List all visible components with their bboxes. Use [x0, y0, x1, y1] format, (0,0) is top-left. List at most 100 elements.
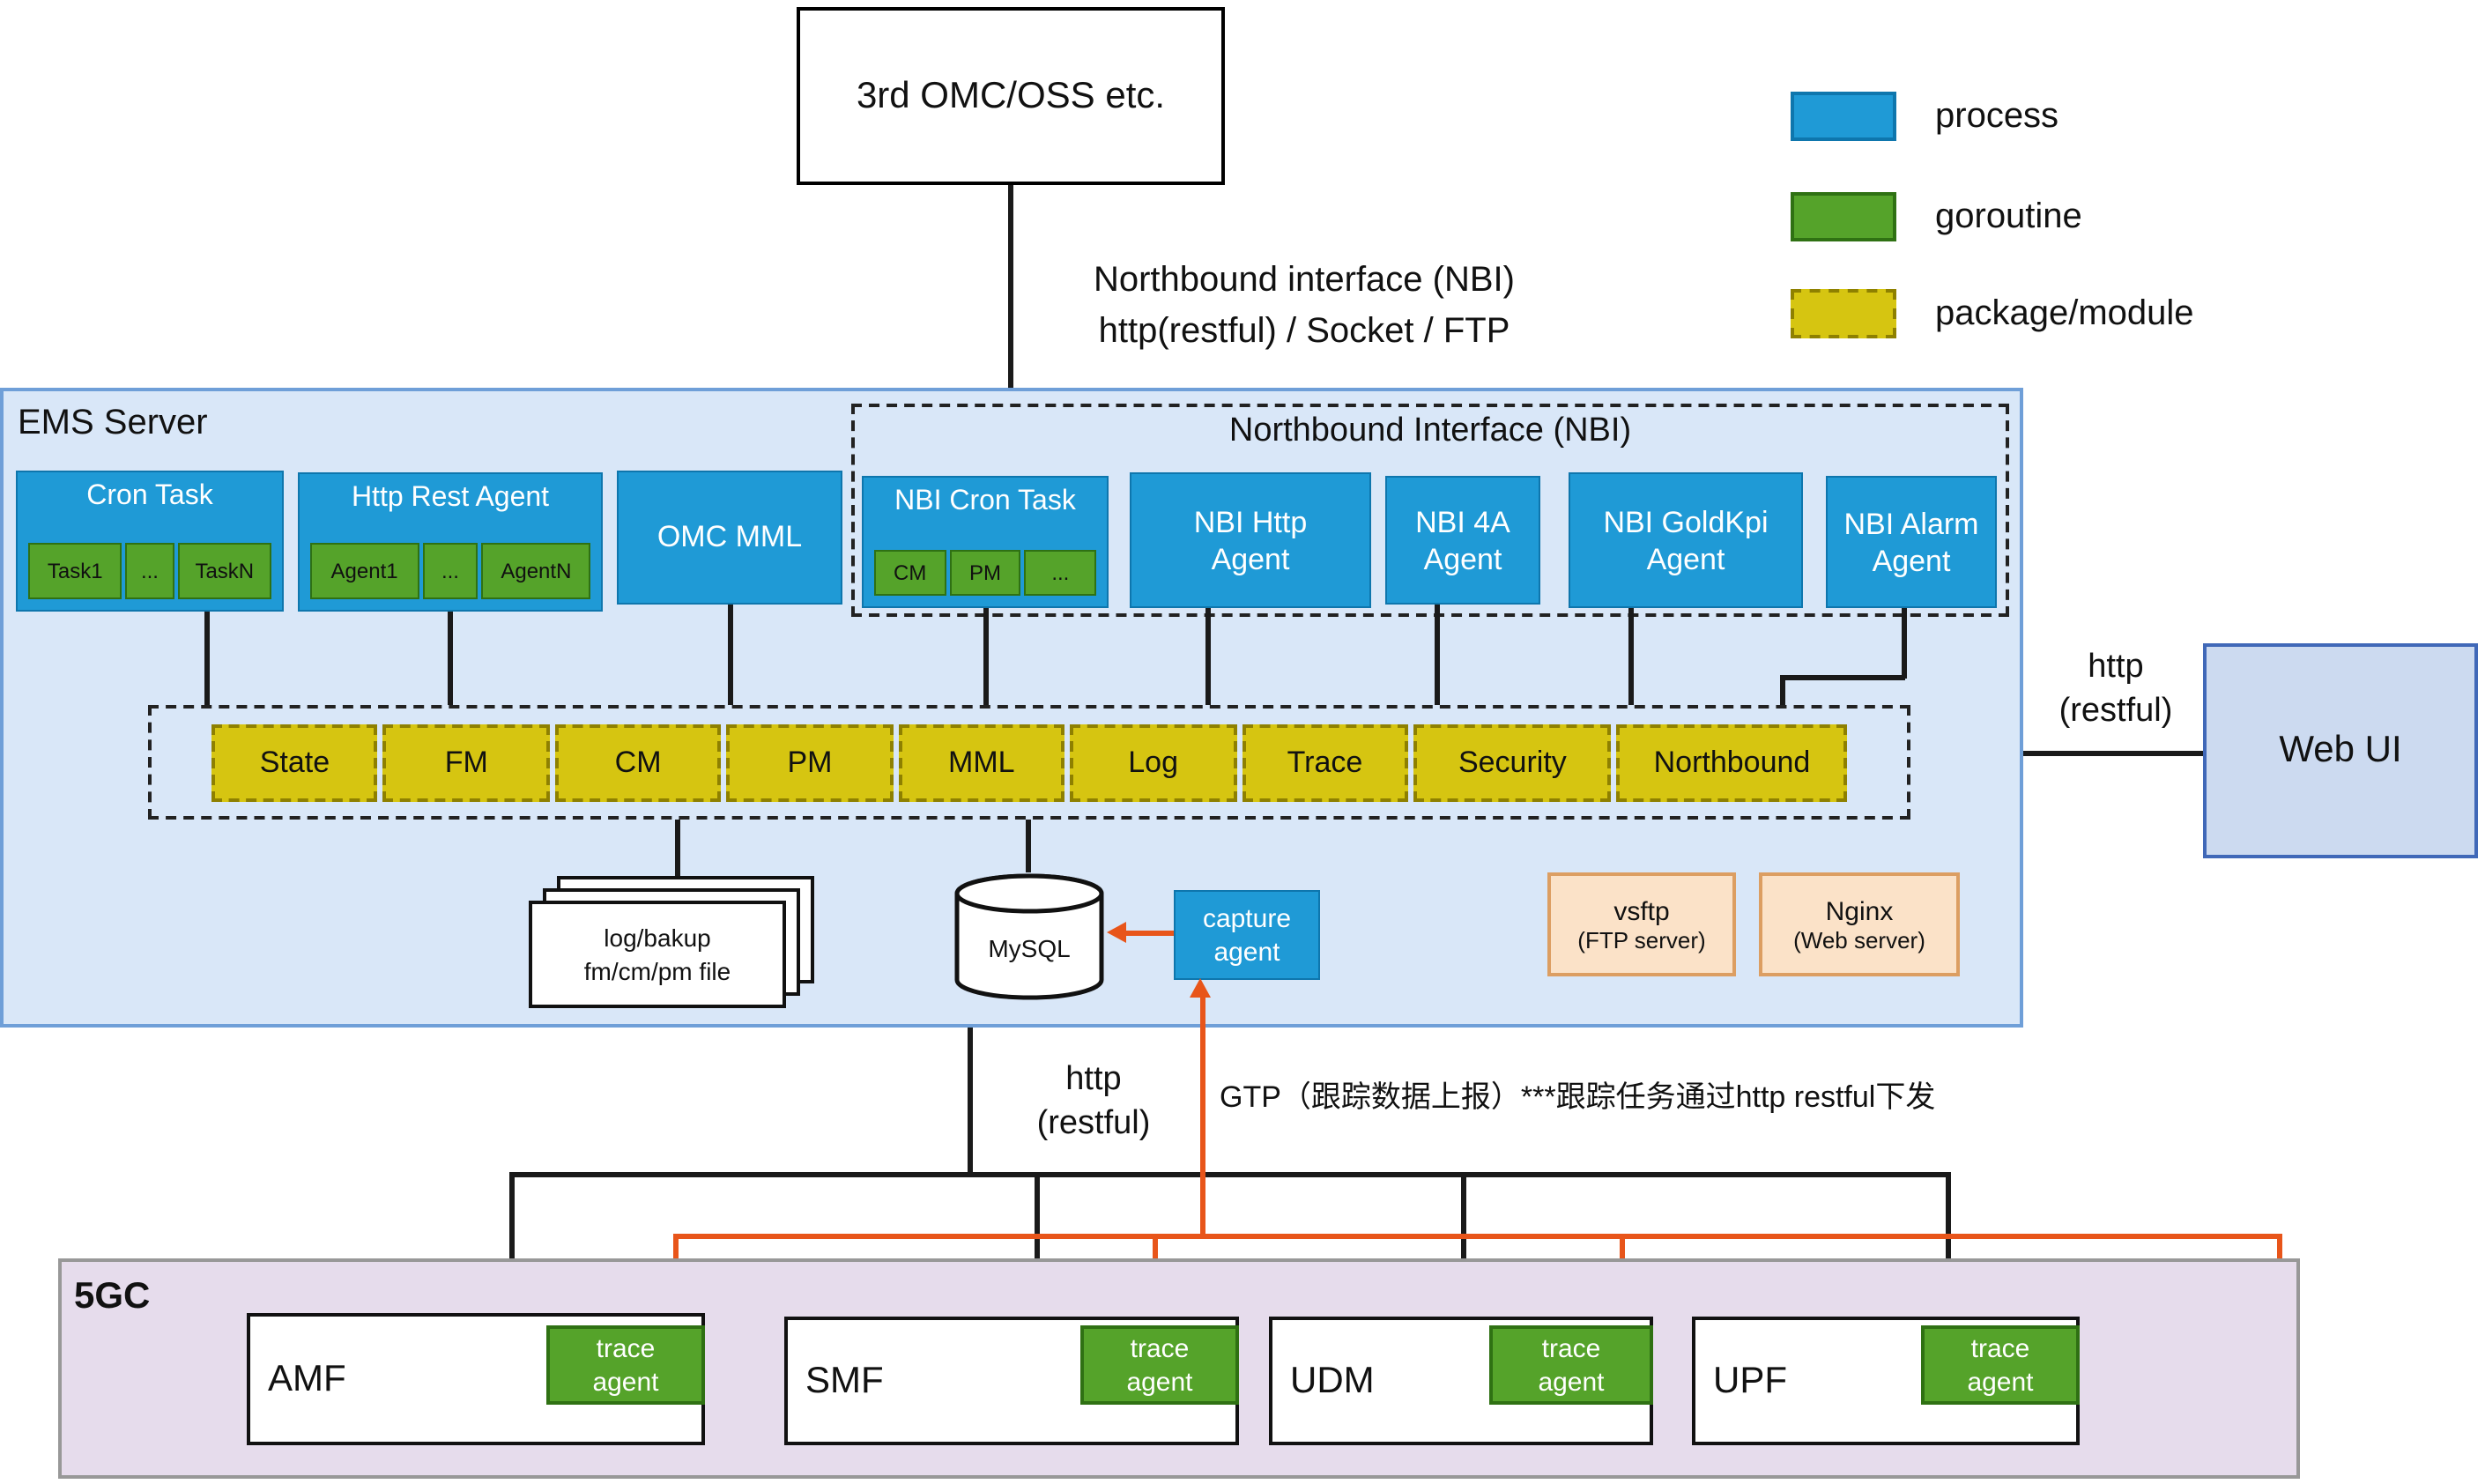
module-log: Log — [1070, 724, 1237, 802]
module-pm: PM — [726, 724, 894, 802]
nbi-goldkpi-agent-connector — [1628, 608, 1633, 705]
module-security: Security — [1413, 724, 1612, 802]
capture-agent-box: capture agent — [1174, 890, 1320, 980]
ems-server-title: EMS Server — [18, 404, 208, 442]
amf-trace-agent-box: trace agent — [546, 1325, 705, 1405]
file-stack-box: log/bakup fm/cm/pm file — [529, 901, 786, 1008]
capture-to-mysql-line — [1126, 931, 1174, 935]
nbi-alarm-agent-box: NBI Alarm Agent — [1826, 476, 1997, 608]
module-trace: Trace — [1242, 724, 1408, 802]
web-ui-box: Web UI — [2203, 643, 2478, 858]
module-state: State — [211, 724, 378, 802]
goroutine-cell-ellipsis: ... — [1024, 550, 1097, 596]
udm-label: UDM — [1290, 1360, 1375, 1400]
nbi-cron-task-box: NBI Cron Task CM PM ... — [862, 476, 1109, 608]
legend-label-goroutine: goroutine — [1935, 197, 2082, 235]
udm-trace-agent-label: trace agent — [1538, 1333, 1605, 1397]
file-stack-label: log/bakup fm/cm/pm file — [532, 904, 783, 1005]
upf-label: UPF — [1713, 1360, 1787, 1400]
nbi-goldkpi-agent-box: NBI GoldKpi Agent — [1569, 472, 1803, 608]
webui-http-label: http (restful) — [2032, 645, 2199, 733]
ems-to-5gc-line — [968, 1028, 972, 1172]
goroutine-cell-pm: PM — [949, 550, 1021, 596]
modules-to-mysql-line — [1026, 820, 1030, 872]
modules-container — [148, 705, 1910, 820]
package-swatch-icon — [1791, 289, 1896, 338]
5gc-distribution-line — [509, 1172, 1951, 1176]
nbi-container-title: Northbound Interface (NBI) — [1228, 412, 1632, 449]
goroutine-cell-ellipsis: ... — [125, 543, 174, 599]
cron-task-goroutines: Task1 ... TaskN — [28, 543, 271, 599]
nginx-label: Nginx — [1825, 896, 1894, 926]
amf-trace-agent-label: trace agent — [592, 1333, 659, 1397]
smf-trace-agent-label: trace agent — [1126, 1333, 1193, 1397]
cron-task-connector — [204, 612, 209, 705]
smf-trace-agent-box: trace agent — [1080, 1325, 1239, 1405]
mysql-label: MySQL — [988, 935, 1070, 962]
http-rest-agent-title: Http Rest Agent — [351, 483, 550, 513]
cron-task-title: Cron Task — [86, 481, 213, 511]
nbi-http-agent-connector — [1205, 608, 1210, 705]
upf-trace-agent-label: trace agent — [1967, 1333, 2034, 1397]
nbi-link-label: Northbound interface (NBI) http(restful)… — [961, 256, 1648, 358]
smf-drop-line — [1035, 1172, 1039, 1317]
gtp-label: GTP（跟踪数据上报）***跟踪任务通过http restful下发 — [1220, 1080, 1936, 1114]
nbi-alarm-agent-connector-v1 — [1902, 608, 1906, 679]
nbi-alarm-agent-connector-h — [1780, 675, 1905, 679]
smf-label: SMF — [805, 1360, 884, 1400]
vsftp-label: vsftp — [1613, 896, 1670, 926]
nbi-alarm-agent-label: NBI Alarm Agent — [1843, 507, 1979, 577]
http-rest-agent-goroutines: Agent1 ... AgentN — [310, 543, 590, 599]
goroutine-cell-agentn: AgentN — [481, 543, 590, 599]
third-party-omc-box: 3rd OMC/OSS etc. — [797, 7, 1225, 185]
arrowhead-up-icon — [1190, 978, 1211, 998]
south-http-line2: (restful) — [1036, 1105, 1151, 1142]
nbi-http-agent-label: NBI Http Agent — [1193, 505, 1308, 575]
http-rest-agent-box: Http Rest Agent Agent1 ... AgentN — [298, 472, 603, 612]
gtp-bus-line — [673, 1234, 2282, 1238]
legend-item-goroutine: goroutine — [1791, 192, 2082, 241]
nbi-alarm-agent-connector-v2 — [1780, 675, 1784, 705]
nbi-cron-task-goroutines: CM PM ... — [874, 550, 1097, 596]
arrowhead-left-icon — [1107, 922, 1126, 943]
omc-mml-box: OMC MML — [617, 471, 842, 605]
capture-agent-label: capture agent — [1202, 903, 1292, 967]
upf-drop-line — [1946, 1172, 1950, 1317]
upf-trace-agent-box: trace agent — [1921, 1325, 2080, 1405]
omc-to-ems-line — [1008, 185, 1013, 388]
ems-to-webui-line — [2023, 751, 2203, 755]
web-ui-label: Web UI — [2279, 730, 2402, 770]
nbi-cron-task-title: NBI Cron Task — [894, 486, 1076, 516]
nbi-container: Northbound Interface (NBI) — [851, 404, 2009, 617]
module-fm: FM — [382, 724, 550, 802]
udm-trace-agent-box: trace agent — [1489, 1325, 1653, 1405]
nbi-4a-agent-connector — [1435, 605, 1439, 705]
goroutine-cell-task1: Task1 — [28, 543, 122, 599]
vsftp-sublabel: (FTP server) — [1577, 926, 1706, 953]
vsftp-box: vsftp (FTP server) — [1547, 872, 1736, 976]
nbi-4a-agent-box: NBI 4A Agent — [1385, 476, 1540, 605]
module-mml: MML — [898, 724, 1065, 802]
amf-label: AMF — [268, 1358, 346, 1399]
process-swatch-icon — [1791, 92, 1896, 141]
file-stack-line2: fm/cm/pm file — [583, 956, 731, 984]
nbi-goldkpi-agent-label: NBI GoldKpi Agent — [1603, 505, 1769, 575]
goroutine-cell-taskn: TaskN — [177, 543, 271, 599]
goroutine-swatch-icon — [1791, 192, 1896, 241]
module-northbound: Northbound — [1616, 724, 1848, 802]
nbi-cron-task-connector — [983, 608, 988, 705]
nbi-link-label-line2: http(restful) / Socket / FTP — [1098, 312, 1510, 351]
modules-to-filestack-line — [675, 820, 679, 876]
module-cm: CM — [554, 724, 722, 802]
goroutine-cell-ellipsis: ... — [422, 543, 478, 599]
goroutine-cell-cm: CM — [874, 550, 946, 596]
5gc-title: 5GC — [74, 1276, 151, 1317]
udm-drop-line — [1461, 1172, 1465, 1317]
nginx-sublabel: (Web server) — [1793, 926, 1925, 953]
mysql-database-icon: MySQL — [954, 873, 1104, 1000]
third-party-omc-label: 3rd OMC/OSS etc. — [856, 75, 1166, 115]
goroutine-cell-agent1: Agent1 — [310, 543, 419, 599]
http-rest-agent-connector — [448, 612, 452, 705]
amf-drop-line — [509, 1172, 514, 1313]
